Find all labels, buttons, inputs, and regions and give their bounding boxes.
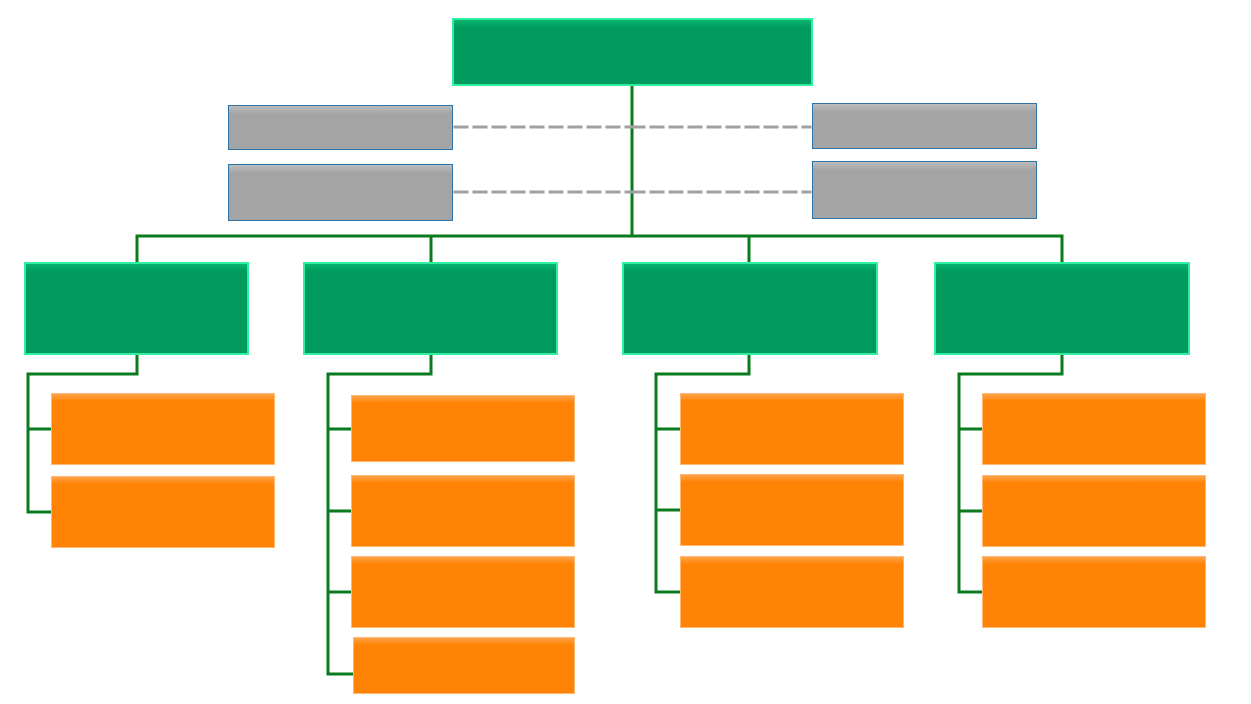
- department-4-child-3-node[interactable]: [982, 556, 1206, 628]
- root-node[interactable]: [452, 18, 813, 86]
- department-3-child-1-node[interactable]: [680, 393, 904, 465]
- department-2-node[interactable]: [303, 262, 558, 355]
- department-3-child-2-node[interactable]: [680, 474, 904, 546]
- advisor-left-1-node[interactable]: [228, 105, 453, 150]
- department-1-child-1-node[interactable]: [51, 393, 275, 465]
- department-2-child-2-node[interactable]: [351, 475, 575, 547]
- advisor-right-2-node[interactable]: [812, 161, 1037, 219]
- department-3-node[interactable]: [622, 262, 878, 355]
- department-3-child-3-node[interactable]: [680, 556, 904, 628]
- department-1-child-2-node[interactable]: [51, 476, 275, 548]
- department-4-node[interactable]: [934, 262, 1190, 355]
- department-4-child-1-node[interactable]: [982, 393, 1206, 465]
- department-2-child-4-node[interactable]: [353, 637, 575, 694]
- advisor-right-1-node[interactable]: [812, 103, 1037, 149]
- department-2-child-1-node[interactable]: [351, 395, 575, 462]
- department-2-child-3-node[interactable]: [351, 556, 575, 628]
- advisor-left-2-node[interactable]: [228, 164, 453, 221]
- department-4-child-2-node[interactable]: [982, 475, 1206, 547]
- department-1-node[interactable]: [24, 262, 249, 355]
